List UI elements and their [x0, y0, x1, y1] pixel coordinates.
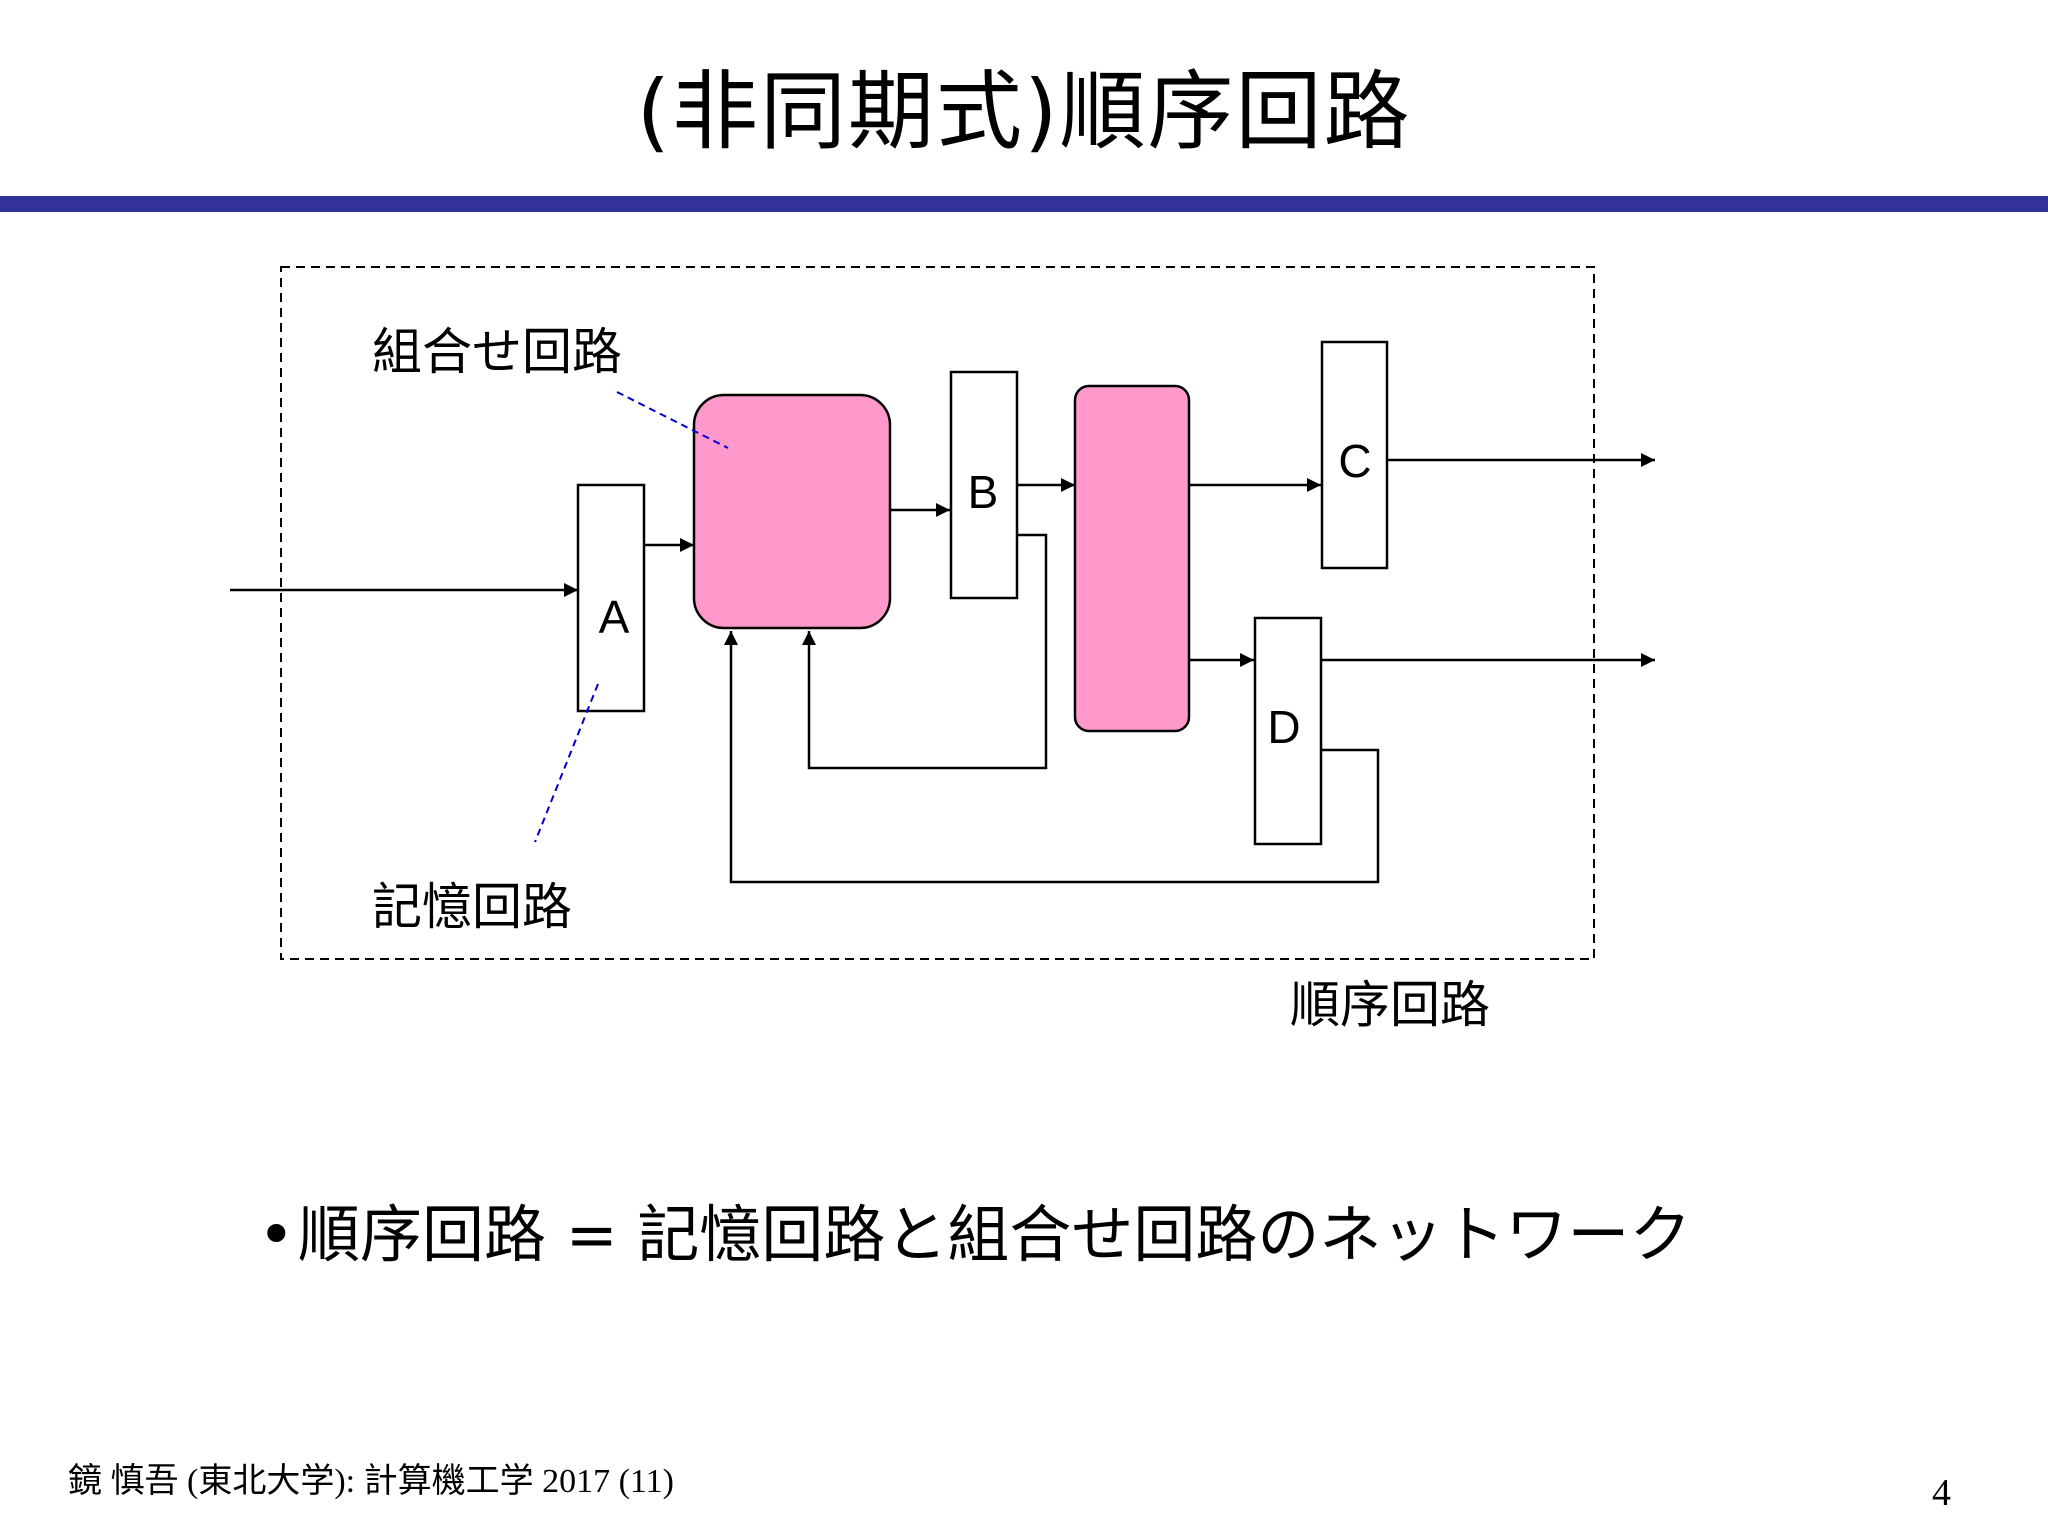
memory-block-d	[1253, 616, 1323, 846]
slide-title: (非同期式)順序回路	[636, 62, 1412, 162]
feedback-wire-d	[724, 631, 1380, 884]
sequential-circuit-boundary	[280, 266, 1595, 960]
block-label-d: D	[1267, 701, 1300, 753]
bullet-text: 順序回路 = 記憶回路と組合せ回路のネットワーク	[298, 1198, 1692, 1271]
feedback-wire-b	[802, 533, 1048, 770]
block-label-b: B	[968, 466, 999, 518]
memory-circuit-label: 記憶回路	[372, 878, 572, 936]
combinational-annotation-line	[616, 391, 729, 449]
block-label-a: A	[599, 591, 630, 643]
memory-block-b	[949, 370, 1019, 600]
title-underline	[0, 196, 2048, 212]
bullet-point: •順序回路 = 記憶回路と組合せ回路のネットワーク	[258, 1195, 1691, 1275]
memory-block-a	[576, 483, 646, 713]
memory-block-c	[1320, 340, 1389, 570]
sequential-circuit-label: 順序回路	[1290, 976, 1490, 1034]
footer-credit: 鏡 慎吾 (東北大学): 計算機工学 2017 (11)	[68, 1463, 674, 1500]
page-number: 4	[1932, 1472, 1951, 1514]
memory-annotation-line	[534, 683, 599, 843]
combinational-block-2	[1073, 384, 1191, 733]
combinational-block-1	[692, 393, 892, 630]
combinational-circuit-label: 組合せ回路	[372, 323, 622, 381]
block-label-c: C	[1338, 435, 1371, 487]
bullet-icon: •	[258, 1198, 295, 1271]
